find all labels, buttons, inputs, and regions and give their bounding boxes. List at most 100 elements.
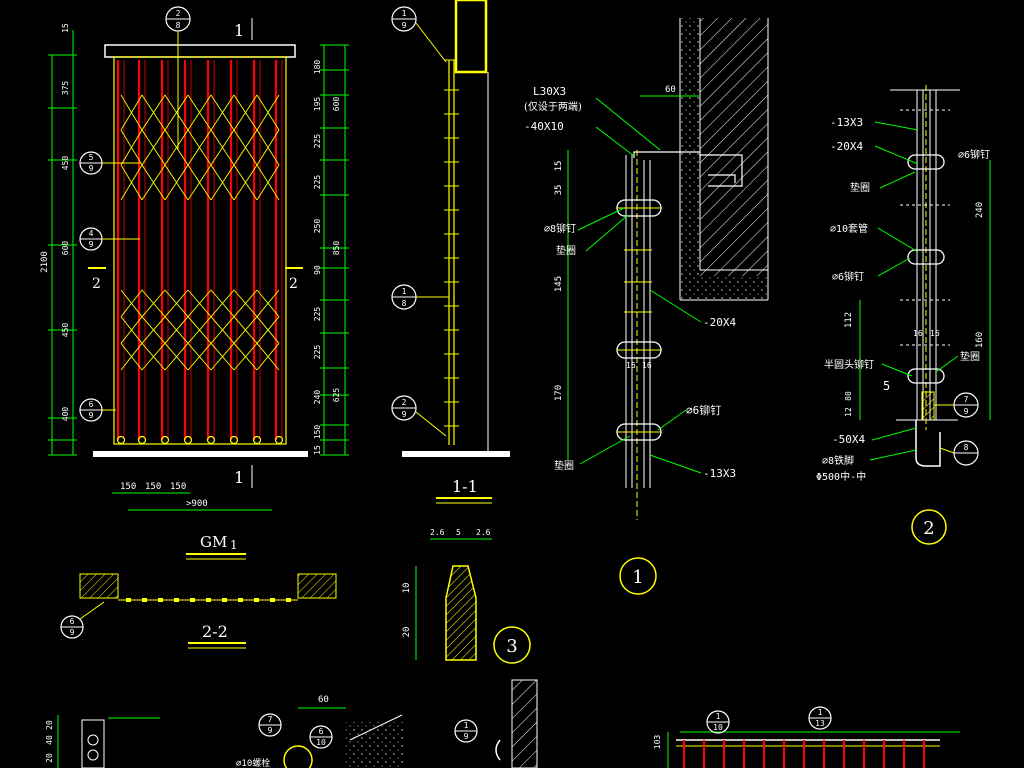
d1-label-note: (仅设于两端) xyxy=(524,100,582,113)
dim-right-label: 240 xyxy=(313,390,322,405)
detail-1: 60 15 35 145 16 16 170 L30X3 (仅设于两端) -40… xyxy=(524,18,769,595)
svg-text:9: 9 xyxy=(89,164,94,173)
dim-width: >900 xyxy=(186,499,208,509)
svg-text:2: 2 xyxy=(176,9,181,18)
svg-text:9: 9 xyxy=(402,21,407,30)
svg-text:1: 1 xyxy=(402,9,407,18)
svg-text:4: 4 xyxy=(89,229,94,238)
plan-bar xyxy=(254,598,259,602)
lattice-member xyxy=(233,164,258,201)
d2-label-sleeve: ⌀10套管 xyxy=(830,222,868,235)
svg-text:6: 6 xyxy=(89,400,94,409)
callout-5-9: 5 9 xyxy=(79,151,140,175)
d2-label-washer-a: 垫圈 xyxy=(850,181,870,194)
callout-plan-6-9: 6 9 xyxy=(60,601,105,639)
elevation-title-num: 1 xyxy=(230,538,238,552)
lattice-member xyxy=(210,316,235,344)
svg-text:9: 9 xyxy=(964,407,969,416)
bottom-note-bolt: ⌀10螺栓 xyxy=(236,757,270,768)
svg-text:7: 7 xyxy=(268,715,273,724)
svg-text:1: 1 xyxy=(632,567,643,588)
dim-right-outer-label: 600 xyxy=(332,97,341,112)
lattice-member xyxy=(233,94,258,131)
callout-sec-1-9: 1 9 xyxy=(391,6,447,63)
lattice-member xyxy=(210,164,235,201)
d1-label-rivet8: ⌀8铆钉 xyxy=(544,222,576,235)
svg-text:8: 8 xyxy=(964,443,969,452)
callout-sec-1-8: 1 8 xyxy=(391,284,449,310)
lattice-member xyxy=(187,343,212,371)
dim-right-label: 180 xyxy=(313,60,322,75)
d2-label-spacing: Φ500中-中 xyxy=(816,470,866,483)
svg-text:40: 40 xyxy=(45,735,54,745)
svg-text:16: 16 xyxy=(930,329,940,338)
svg-text:13: 13 xyxy=(815,719,825,728)
callout-sec-2-9: 2 9 xyxy=(391,395,447,437)
svg-text:112: 112 xyxy=(844,312,854,328)
lattice-member xyxy=(120,129,143,166)
svg-text:9: 9 xyxy=(89,411,94,420)
svg-text:20: 20 xyxy=(45,720,54,730)
lattice-member xyxy=(141,289,166,317)
elevation-frame xyxy=(113,56,287,445)
d1-label-washer-a: 垫圈 xyxy=(556,244,576,257)
lattice-member xyxy=(187,164,212,201)
callout-bottom-6-10: 6 10 xyxy=(309,725,333,749)
svg-text:10: 10 xyxy=(402,583,412,594)
svg-text:103: 103 xyxy=(653,735,662,750)
roller xyxy=(252,435,262,445)
plan-bar xyxy=(174,598,179,602)
detail3-number: 3 xyxy=(493,626,531,664)
d2-label-roundhead-rivet: 半圆头铆钉 xyxy=(824,358,874,371)
section-1-1: 1 9 1 8 2 9 1-1 xyxy=(391,0,510,504)
lattice-member xyxy=(187,316,212,344)
bottom-wall-hatch xyxy=(511,679,538,768)
svg-text:145: 145 xyxy=(554,276,564,292)
lattice-member xyxy=(120,316,143,344)
elevation-floor xyxy=(93,451,308,457)
d2-label-rivet6-a: ⌀6铆钉 xyxy=(958,148,990,161)
svg-text:5: 5 xyxy=(89,153,94,162)
plan-2-2-title: 2-2 xyxy=(202,622,228,641)
lattice-member xyxy=(141,94,166,131)
svg-text:12: 12 xyxy=(844,407,853,417)
dim-right-label: 150 xyxy=(313,425,322,440)
bottom-rollers xyxy=(116,435,284,445)
dim-right-label: 225 xyxy=(313,307,322,322)
lattice-member xyxy=(187,94,212,131)
callout-4-9: 4 9 xyxy=(79,227,140,251)
svg-text:1: 1 xyxy=(402,287,407,296)
rivet-washer xyxy=(907,368,945,384)
lattice-member xyxy=(256,129,280,166)
svg-text:3: 3 xyxy=(506,636,517,657)
rivet-washer xyxy=(907,154,945,170)
d2-label-washer-b: 垫圈 xyxy=(960,350,980,363)
detail2-number: 2 xyxy=(911,509,947,545)
section-tag-right: 2 xyxy=(289,276,298,292)
lattice-member xyxy=(210,129,235,166)
section-tag-left: 2 xyxy=(92,276,101,292)
lattice-member xyxy=(120,164,143,201)
lattice-member xyxy=(256,94,280,131)
svg-text:8: 8 xyxy=(402,299,407,308)
lattice-member xyxy=(164,129,189,166)
roller xyxy=(116,435,126,445)
svg-text:8: 8 xyxy=(176,21,181,30)
svg-text:160: 160 xyxy=(975,332,985,348)
lattice-member xyxy=(120,343,143,371)
svg-text:6: 6 xyxy=(319,727,324,736)
callout-bottom-1-13: 1 13 xyxy=(808,706,832,730)
lattice-member xyxy=(233,343,258,371)
lattice-member xyxy=(164,94,189,131)
detail1-concrete xyxy=(680,18,700,280)
dim-left-label: 450 xyxy=(61,156,70,171)
dim-bottom-3: 150 xyxy=(170,482,186,492)
section-header-beam xyxy=(454,0,488,74)
svg-text:9: 9 xyxy=(464,732,469,741)
callout-2-8: 2 8 xyxy=(165,6,191,150)
detail3-profile xyxy=(445,565,477,661)
d1-label-rivet6: ⌀6铆钉 xyxy=(686,403,721,417)
svg-text:10: 10 xyxy=(316,738,326,747)
